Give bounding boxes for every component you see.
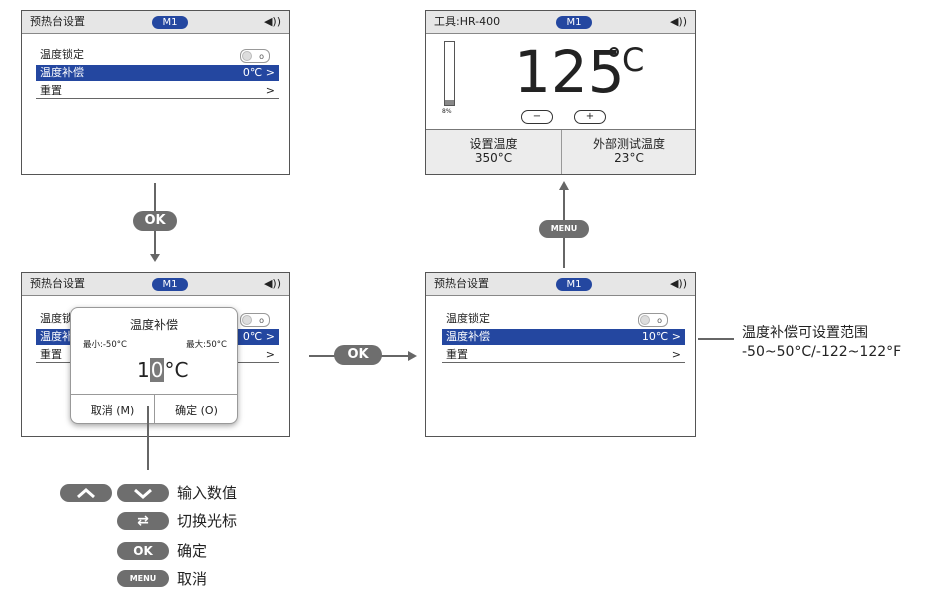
minus-button[interactable]: − bbox=[521, 110, 553, 124]
screen-title: 预热台设置 bbox=[434, 277, 489, 290]
menu-row-temp-offset[interactable]: 温度补偿 10℃ > bbox=[442, 329, 685, 345]
ok-button: OK bbox=[117, 542, 169, 560]
toggle-switch[interactable]: o bbox=[240, 313, 270, 327]
speaker-icon: ◀)) bbox=[669, 277, 687, 290]
mode-badge: M1 bbox=[556, 16, 592, 29]
speaker-icon: ◀)) bbox=[263, 15, 281, 28]
mode-badge: M1 bbox=[152, 278, 188, 291]
switch-button: ⇄ bbox=[117, 512, 169, 530]
screen-header: 预热台设置 M1 ◀)) bbox=[22, 273, 289, 296]
mode-badge: M1 bbox=[152, 16, 188, 29]
set-temperature-value: 350°C bbox=[474, 151, 513, 165]
chevron-down-icon bbox=[134, 488, 152, 499]
range-note-title: 温度补偿可设置范围 bbox=[742, 325, 868, 341]
power-level-label: 8% bbox=[442, 108, 452, 115]
menu-row-temp-offset[interactable]: 温度补偿 0℃ > bbox=[36, 65, 279, 81]
screen-header: 预热台设置 M1 ◀)) bbox=[22, 11, 289, 34]
unit-label: °C bbox=[164, 358, 189, 382]
arrow-right-icon bbox=[408, 351, 417, 361]
menu-row-temp-lock[interactable]: 温度锁定 o bbox=[36, 47, 279, 63]
power-level-fill bbox=[445, 99, 454, 105]
toggle-switch[interactable]: o bbox=[240, 49, 270, 63]
menu-row-temp-lock[interactable]: 温度锁 o bbox=[36, 311, 279, 327]
row-label: 温度补偿 bbox=[446, 330, 490, 343]
row-value: > bbox=[671, 348, 681, 361]
current-temperature: 125 bbox=[514, 38, 625, 106]
callout-line bbox=[147, 406, 149, 470]
row-label: 重置 bbox=[446, 348, 468, 361]
temperature-unit: °C bbox=[606, 41, 645, 79]
row-value: 0℃ > bbox=[242, 330, 275, 343]
set-temperature-label: 设置温度 bbox=[469, 137, 518, 151]
legend-label-ok: 确定 bbox=[177, 542, 208, 560]
row-label: 重置 bbox=[40, 84, 62, 97]
temp-offset-dialog: 温度补偿 最小:-50°C 最大:50°C 10°C 取消 (M) 确定 (O) bbox=[70, 307, 238, 424]
external-temperature-label: 外部测试温度 bbox=[592, 137, 665, 151]
chevron-up-icon bbox=[77, 488, 95, 499]
arrow-down-icon bbox=[150, 254, 160, 262]
range-note-values: -50~50°C/-122~122°F bbox=[742, 344, 902, 360]
external-temperature-value: 23°C bbox=[614, 151, 644, 165]
callout-line bbox=[698, 338, 734, 340]
dialog-min-label: 最小:-50°C bbox=[83, 340, 127, 350]
row-label: 温度补 bbox=[40, 330, 73, 343]
digit-tens[interactable]: 1 bbox=[137, 358, 150, 382]
power-level-bar bbox=[444, 41, 455, 106]
dialog-mid-divider bbox=[154, 394, 155, 423]
info-panel: 设置温度 350°C 外部测试温度 23°C bbox=[426, 129, 695, 174]
screen-title: 预热台设置 bbox=[30, 15, 85, 28]
menu-row-temp-lock[interactable]: 温度锁定 o bbox=[442, 311, 685, 327]
screen-title: 预热台设置 bbox=[30, 277, 85, 290]
row-label: 重置 bbox=[40, 348, 62, 361]
screen-title: 工具:HR-400 bbox=[434, 15, 501, 28]
confirm-button[interactable]: 确定 (O) bbox=[175, 404, 218, 417]
ok-button: OK bbox=[133, 211, 177, 231]
legend-label-menu: 取消 bbox=[177, 570, 208, 588]
screen-preheat-settings-top: 预热台设置 M1 ◀)) 温度锁定 o 温度补偿 0℃ > 重置 > bbox=[21, 10, 290, 175]
digit-cursor[interactable]: 0 bbox=[149, 358, 165, 382]
toggle-switch[interactable]: o bbox=[638, 313, 668, 327]
legend-label-switch: 切换光标 bbox=[177, 512, 238, 530]
row-label: 温度锁定 bbox=[446, 312, 490, 325]
dialog-max-label: 最大:50°C bbox=[186, 340, 227, 350]
screen-tool-main: 工具:HR-400 M1 ◀)) 8% 125 °C − + 设置温度 350°… bbox=[425, 10, 696, 175]
dialog-title: 温度补偿 bbox=[129, 318, 178, 332]
info-divider bbox=[561, 130, 562, 174]
ok-button: OK bbox=[334, 345, 382, 365]
row-label: 温度补偿 bbox=[40, 66, 84, 79]
menu-button: MENU bbox=[117, 570, 169, 587]
legend-label-input: 输入数值 bbox=[177, 484, 238, 502]
up-button bbox=[60, 484, 112, 502]
speaker-icon: ◀)) bbox=[669, 15, 687, 28]
row-value: 10℃ > bbox=[641, 330, 681, 343]
row-label: 温度锁定 bbox=[40, 48, 84, 61]
menu-row-reset[interactable]: 重置 > bbox=[442, 347, 685, 363]
row-value: 0℃ > bbox=[242, 66, 275, 79]
screen-header: 预热台设置 M1 ◀)) bbox=[426, 273, 695, 296]
row-value: > bbox=[265, 348, 275, 361]
speaker-icon: ◀)) bbox=[263, 277, 281, 290]
row-value: > bbox=[265, 84, 275, 97]
mode-badge: M1 bbox=[556, 278, 592, 291]
screen-preheat-settings-updated: 预热台设置 M1 ◀)) 温度锁定 o 温度补偿 10℃ > 重置 > bbox=[425, 272, 696, 437]
down-button bbox=[117, 484, 169, 502]
screen-header: 工具:HR-400 M1 ◀)) bbox=[426, 11, 695, 34]
value-editor[interactable]: 10°C bbox=[137, 356, 188, 384]
arrow-up-icon bbox=[559, 181, 569, 190]
plus-button[interactable]: + bbox=[574, 110, 606, 124]
menu-row-reset[interactable]: 重置 > bbox=[36, 83, 279, 99]
menu-button: MENU bbox=[539, 220, 589, 238]
row-label: 温度锁 bbox=[40, 312, 73, 325]
switch-arrows-icon: ⇄ bbox=[137, 513, 149, 529]
cancel-button[interactable]: 取消 (M) bbox=[90, 404, 135, 417]
